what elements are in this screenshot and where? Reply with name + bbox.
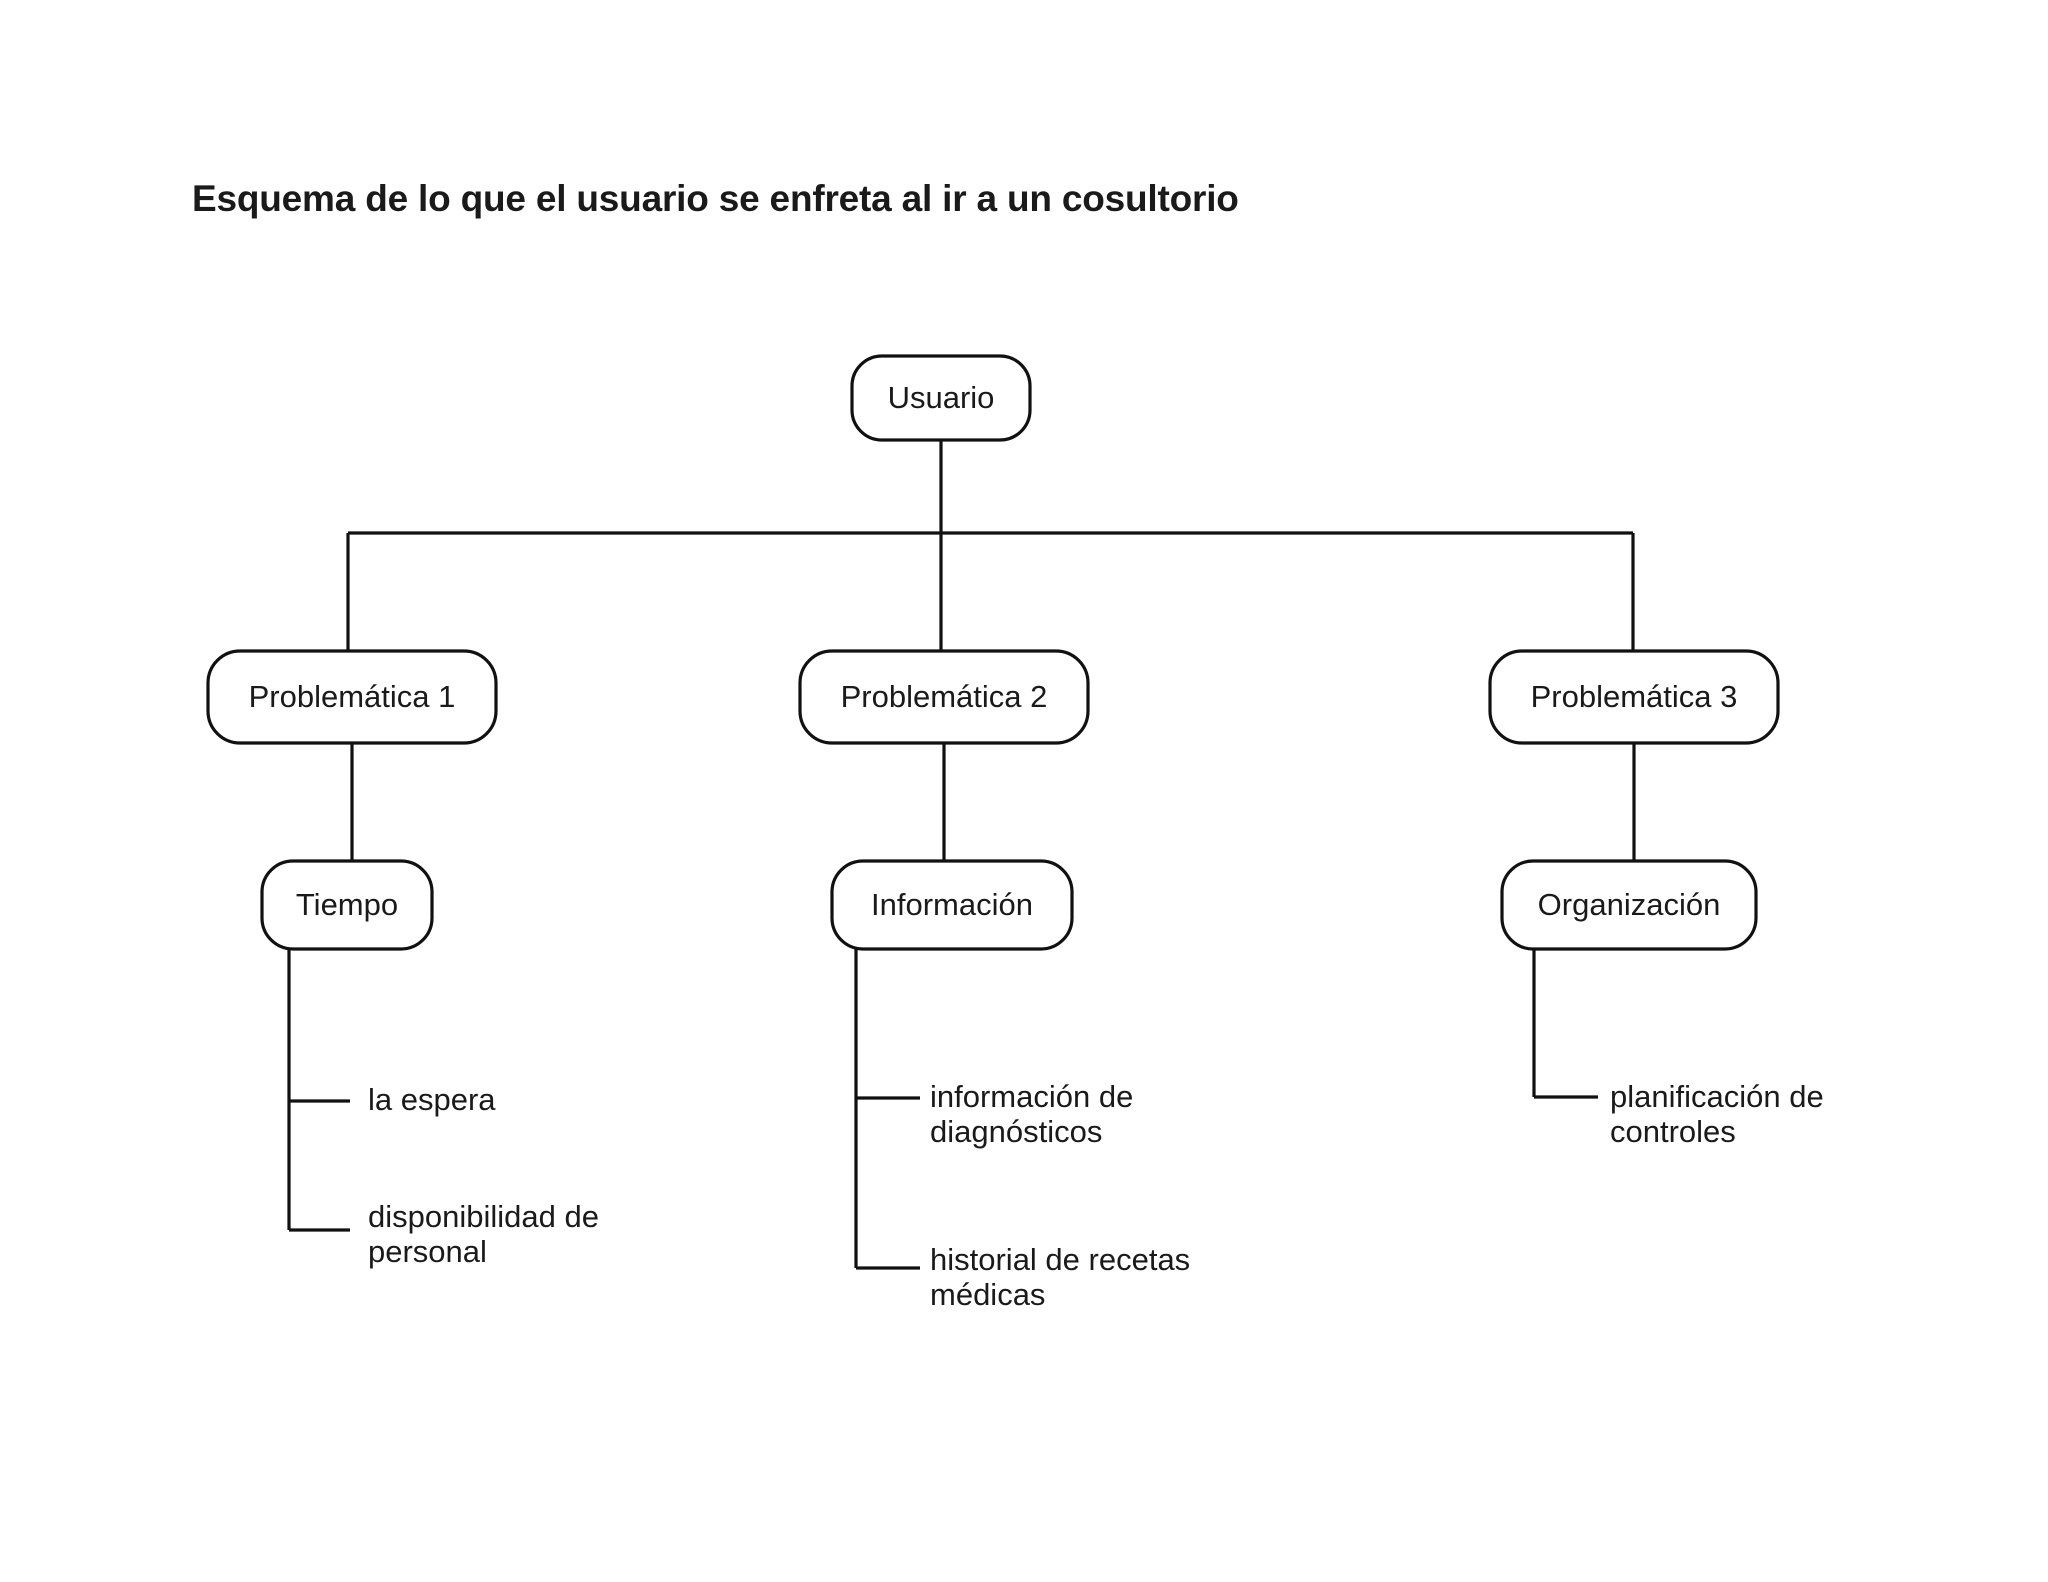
leaf-tiempo-1: la espera <box>368 1082 496 1117</box>
node-organizacion-label: Organización <box>1538 887 1721 922</box>
node-usuario[interactable]: Usuario <box>850 354 1032 442</box>
leaf-organizacion-1: planificación de controles <box>1610 1079 1824 1149</box>
node-tiempo-box <box>260 859 434 951</box>
node-informacion[interactable]: Información <box>830 859 1074 951</box>
node-tiempo[interactable]: Tiempo <box>260 859 434 951</box>
node-problematica-1-label: Problemática 1 <box>249 679 456 714</box>
page-title: Esquema de lo que el usuario se enfreta … <box>192 178 1239 219</box>
leaf-tiempo-2: disponibilidad de personal <box>368 1199 599 1269</box>
leaf-informacion-1: información de diagnósticos <box>930 1079 1134 1149</box>
node-informacion-box <box>830 859 1074 951</box>
node-problematica-1[interactable]: Problemática 1 <box>206 649 498 745</box>
node-usuario-label: Usuario <box>888 380 995 415</box>
node-organizacion-box <box>1500 859 1758 951</box>
node-problematica-2-label: Problemática 2 <box>841 679 1048 714</box>
node-informacion-label: Información <box>871 887 1033 922</box>
node-organizacion[interactable]: Organización <box>1500 859 1758 951</box>
node-problematica-2[interactable]: Problemática 2 <box>798 649 1090 745</box>
node-problematica-3[interactable]: Problemática 3 <box>1488 649 1780 745</box>
leaf-informacion-2: historial de recetas médicas <box>930 1242 1191 1312</box>
node-problematica-3-label: Problemática 3 <box>1531 679 1738 714</box>
node-tiempo-label: Tiempo <box>296 887 398 922</box>
